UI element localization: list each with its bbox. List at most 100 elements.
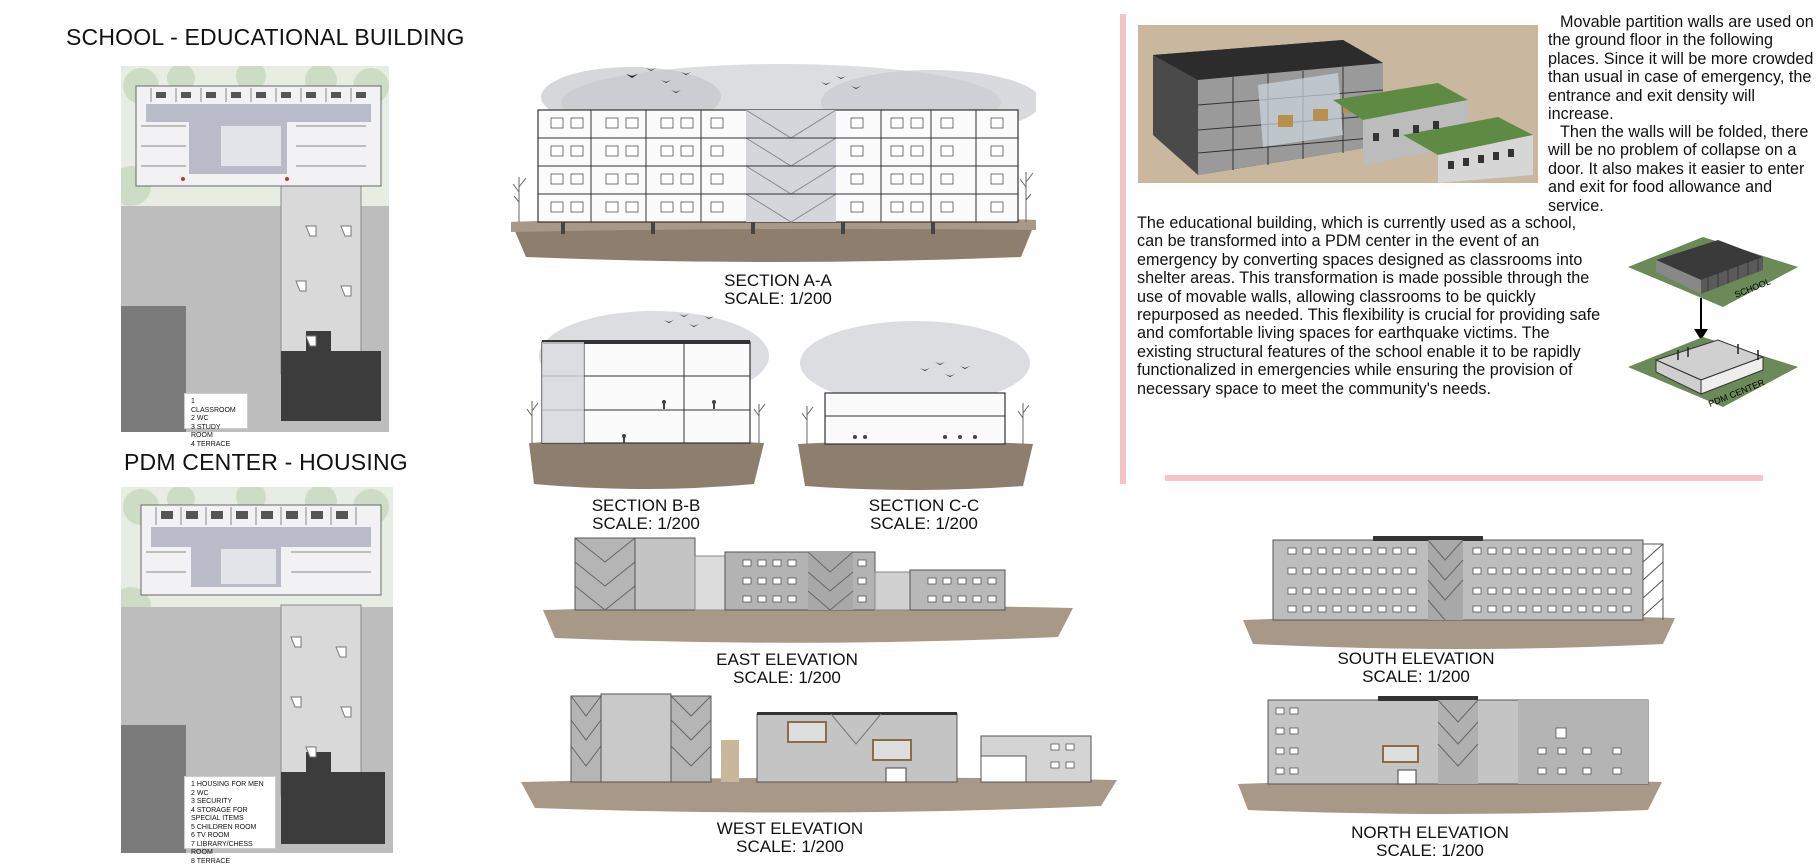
- window-mark: [1488, 568, 1496, 574]
- window-mark: [1473, 548, 1481, 554]
- window-mark: [1393, 548, 1401, 554]
- north-elevation-caption: NORTH ELEVATION SCALE: 1/200: [1330, 824, 1530, 860]
- window-mark: [1548, 548, 1556, 554]
- window-mark: [1363, 568, 1371, 574]
- window-mark: [1623, 588, 1631, 594]
- window-mark: [1593, 568, 1601, 574]
- window-mark: [1303, 606, 1311, 612]
- window-mark: [1578, 548, 1586, 554]
- south-elevation-name: SOUTH ELEVATION: [1316, 650, 1516, 668]
- section-aa-name: SECTION A-A: [678, 272, 878, 290]
- window-mark: [1318, 606, 1326, 612]
- window-mark: [1333, 568, 1341, 574]
- window-mark: [1333, 548, 1341, 554]
- window-mark: [1288, 568, 1296, 574]
- school-title: SCHOOL - EDUCATIONAL BUILDING: [66, 24, 465, 51]
- east-elevation-caption: EAST ELEVATION SCALE: 1/200: [687, 651, 887, 687]
- window-mark: [1303, 588, 1311, 594]
- window-mark: [1578, 606, 1586, 612]
- window-mark: [1533, 588, 1541, 594]
- window-mark: [1473, 606, 1481, 612]
- window-mark: [1288, 606, 1296, 612]
- window-mark: [1303, 568, 1311, 574]
- window-mark: [1608, 606, 1616, 612]
- section-cc-scale: SCALE: 1/200: [834, 515, 1014, 533]
- west-elevation-caption: WEST ELEVATION SCALE: 1/200: [690, 820, 890, 856]
- window-mark: [1533, 568, 1541, 574]
- window-mark: [1503, 568, 1511, 574]
- section-bb-name: SECTION B-B: [556, 497, 736, 515]
- window-mark: [1563, 548, 1571, 554]
- section-aa-drawing: [511, 62, 1036, 267]
- window-mark: [1378, 588, 1386, 594]
- school-plan-legend: 1 CLASSROOM 2 WC 3 STUDY ROOM 4 TERRACE: [184, 393, 248, 429]
- section-bb-scale: SCALE: 1/200: [556, 515, 736, 533]
- legend-item: 3 SECURITY: [191, 798, 269, 807]
- window-mark: [1363, 588, 1371, 594]
- south-elevation-caption: SOUTH ELEVATION SCALE: 1/200: [1316, 650, 1516, 686]
- east-elevation-drawing: [543, 532, 1073, 648]
- window-mark: [1518, 588, 1526, 594]
- window-mark: [1548, 588, 1556, 594]
- window-mark: [1578, 568, 1586, 574]
- window-mark: [1563, 568, 1571, 574]
- window-mark: [1503, 548, 1511, 554]
- window-mark: [1533, 606, 1541, 612]
- section-bb-drawing: [524, 306, 769, 491]
- window-mark: [1333, 588, 1341, 594]
- window-mark: [1623, 568, 1631, 574]
- window-mark: [1393, 606, 1401, 612]
- section-bb-caption: SECTION B-B SCALE: 1/200: [556, 497, 736, 533]
- window-mark: [1393, 588, 1401, 594]
- window-mark: [1333, 606, 1341, 612]
- educational-building-paragraph: The educational building, which is curre…: [1137, 214, 1605, 398]
- window-mark: [1623, 606, 1631, 612]
- north-elevation-scale: SCALE: 1/200: [1330, 842, 1530, 860]
- pdm-title: PDM CENTER - HOUSING: [124, 449, 408, 476]
- window-mark: [1348, 568, 1356, 574]
- window-mark: [1348, 606, 1356, 612]
- window-mark: [1533, 548, 1541, 554]
- east-elevation-name: EAST ELEVATION: [687, 651, 887, 669]
- window-mark: [1288, 548, 1296, 554]
- window-mark: [1548, 568, 1556, 574]
- window-mark: [1503, 606, 1511, 612]
- window-mark: [1378, 548, 1386, 554]
- window-mark: [1608, 568, 1616, 574]
- legend-item: 4 STORAGE FOR SPECIAL ITEMS: [191, 807, 269, 824]
- window-mark: [1623, 548, 1631, 554]
- window-mark: [1503, 588, 1511, 594]
- window-mark: [1408, 588, 1416, 594]
- west-elevation-drawing: [521, 690, 1117, 816]
- window-mark: [1578, 588, 1586, 594]
- window-mark: [1318, 568, 1326, 574]
- west-elevation-scale: SCALE: 1/200: [690, 838, 890, 856]
- window-mark: [1548, 606, 1556, 612]
- section-cc-drawing: [795, 318, 1035, 491]
- window-mark: [1303, 548, 1311, 554]
- south-elevation-scale: SCALE: 1/200: [1316, 668, 1516, 686]
- window-mark: [1318, 588, 1326, 594]
- north-elevation-name: NORTH ELEVATION: [1330, 824, 1530, 842]
- window-mark: [1378, 568, 1386, 574]
- section-cc-name: SECTION C-C: [834, 497, 1014, 515]
- section-cc-caption: SECTION C-C SCALE: 1/200: [834, 497, 1014, 533]
- window-mark: [1488, 606, 1496, 612]
- window-mark: [1488, 588, 1496, 594]
- legend-item: 2 WC: [191, 790, 269, 799]
- window-mark: [1593, 548, 1601, 554]
- window-mark: [1318, 548, 1326, 554]
- window-mark: [1378, 606, 1386, 612]
- legend-item: 3 STUDY ROOM: [191, 424, 241, 441]
- window-mark: [1518, 606, 1526, 612]
- legend-item: 5 CHILDREN ROOM: [191, 824, 269, 833]
- window-mark: [1408, 568, 1416, 574]
- vertical-divider: [1120, 14, 1126, 484]
- window-mark: [1408, 606, 1416, 612]
- window-mark: [1563, 606, 1571, 612]
- window-mark: [1518, 568, 1526, 574]
- window-mark: [1363, 606, 1371, 612]
- window-mark: [1608, 588, 1616, 594]
- window-mark: [1473, 588, 1481, 594]
- horizontal-divider: [1165, 475, 1763, 481]
